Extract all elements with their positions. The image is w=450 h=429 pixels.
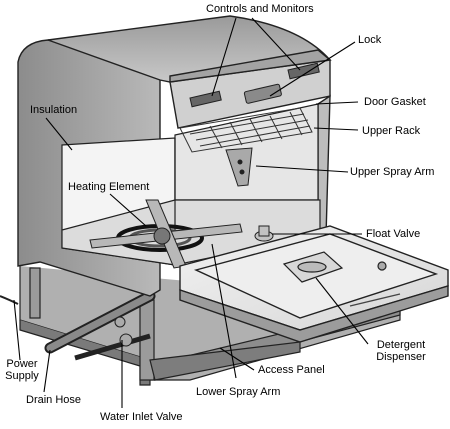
label-upper-rack: Upper Rack xyxy=(362,125,421,137)
detergent-dispenser-part xyxy=(282,251,387,283)
label-float-valve: Float Valve xyxy=(366,228,421,240)
label-drain-hose: Drain Hose xyxy=(26,394,82,406)
label-controls-and-monitors: Controls and Monitors xyxy=(206,3,314,15)
label-power-supply: Power Supply xyxy=(5,358,39,382)
access-panel-part xyxy=(149,341,301,381)
label-insulation: Insulation xyxy=(30,104,78,116)
label-door-gasket: Door Gasket xyxy=(364,96,426,108)
drain-hose-pipe xyxy=(0,290,156,361)
label-heating-element: Heating Element xyxy=(68,181,150,193)
upper-spray-arm xyxy=(225,147,253,187)
float-valve-part xyxy=(254,225,274,242)
upper-rack xyxy=(179,107,313,153)
leader-lines xyxy=(13,17,369,408)
label-lock: Lock xyxy=(358,34,382,46)
lower-spray-arm xyxy=(89,199,243,269)
label-lower-spray-arm: Lower Spray Arm xyxy=(196,386,281,398)
label-access-panel: Access Panel xyxy=(258,364,325,376)
label-water-inlet-valve: Water Inlet Valve xyxy=(100,411,183,423)
label-upper-spray-arm: Upper Spray Arm xyxy=(350,166,435,178)
label-detergent-dispenser: Detergent Dispenser xyxy=(376,339,426,363)
